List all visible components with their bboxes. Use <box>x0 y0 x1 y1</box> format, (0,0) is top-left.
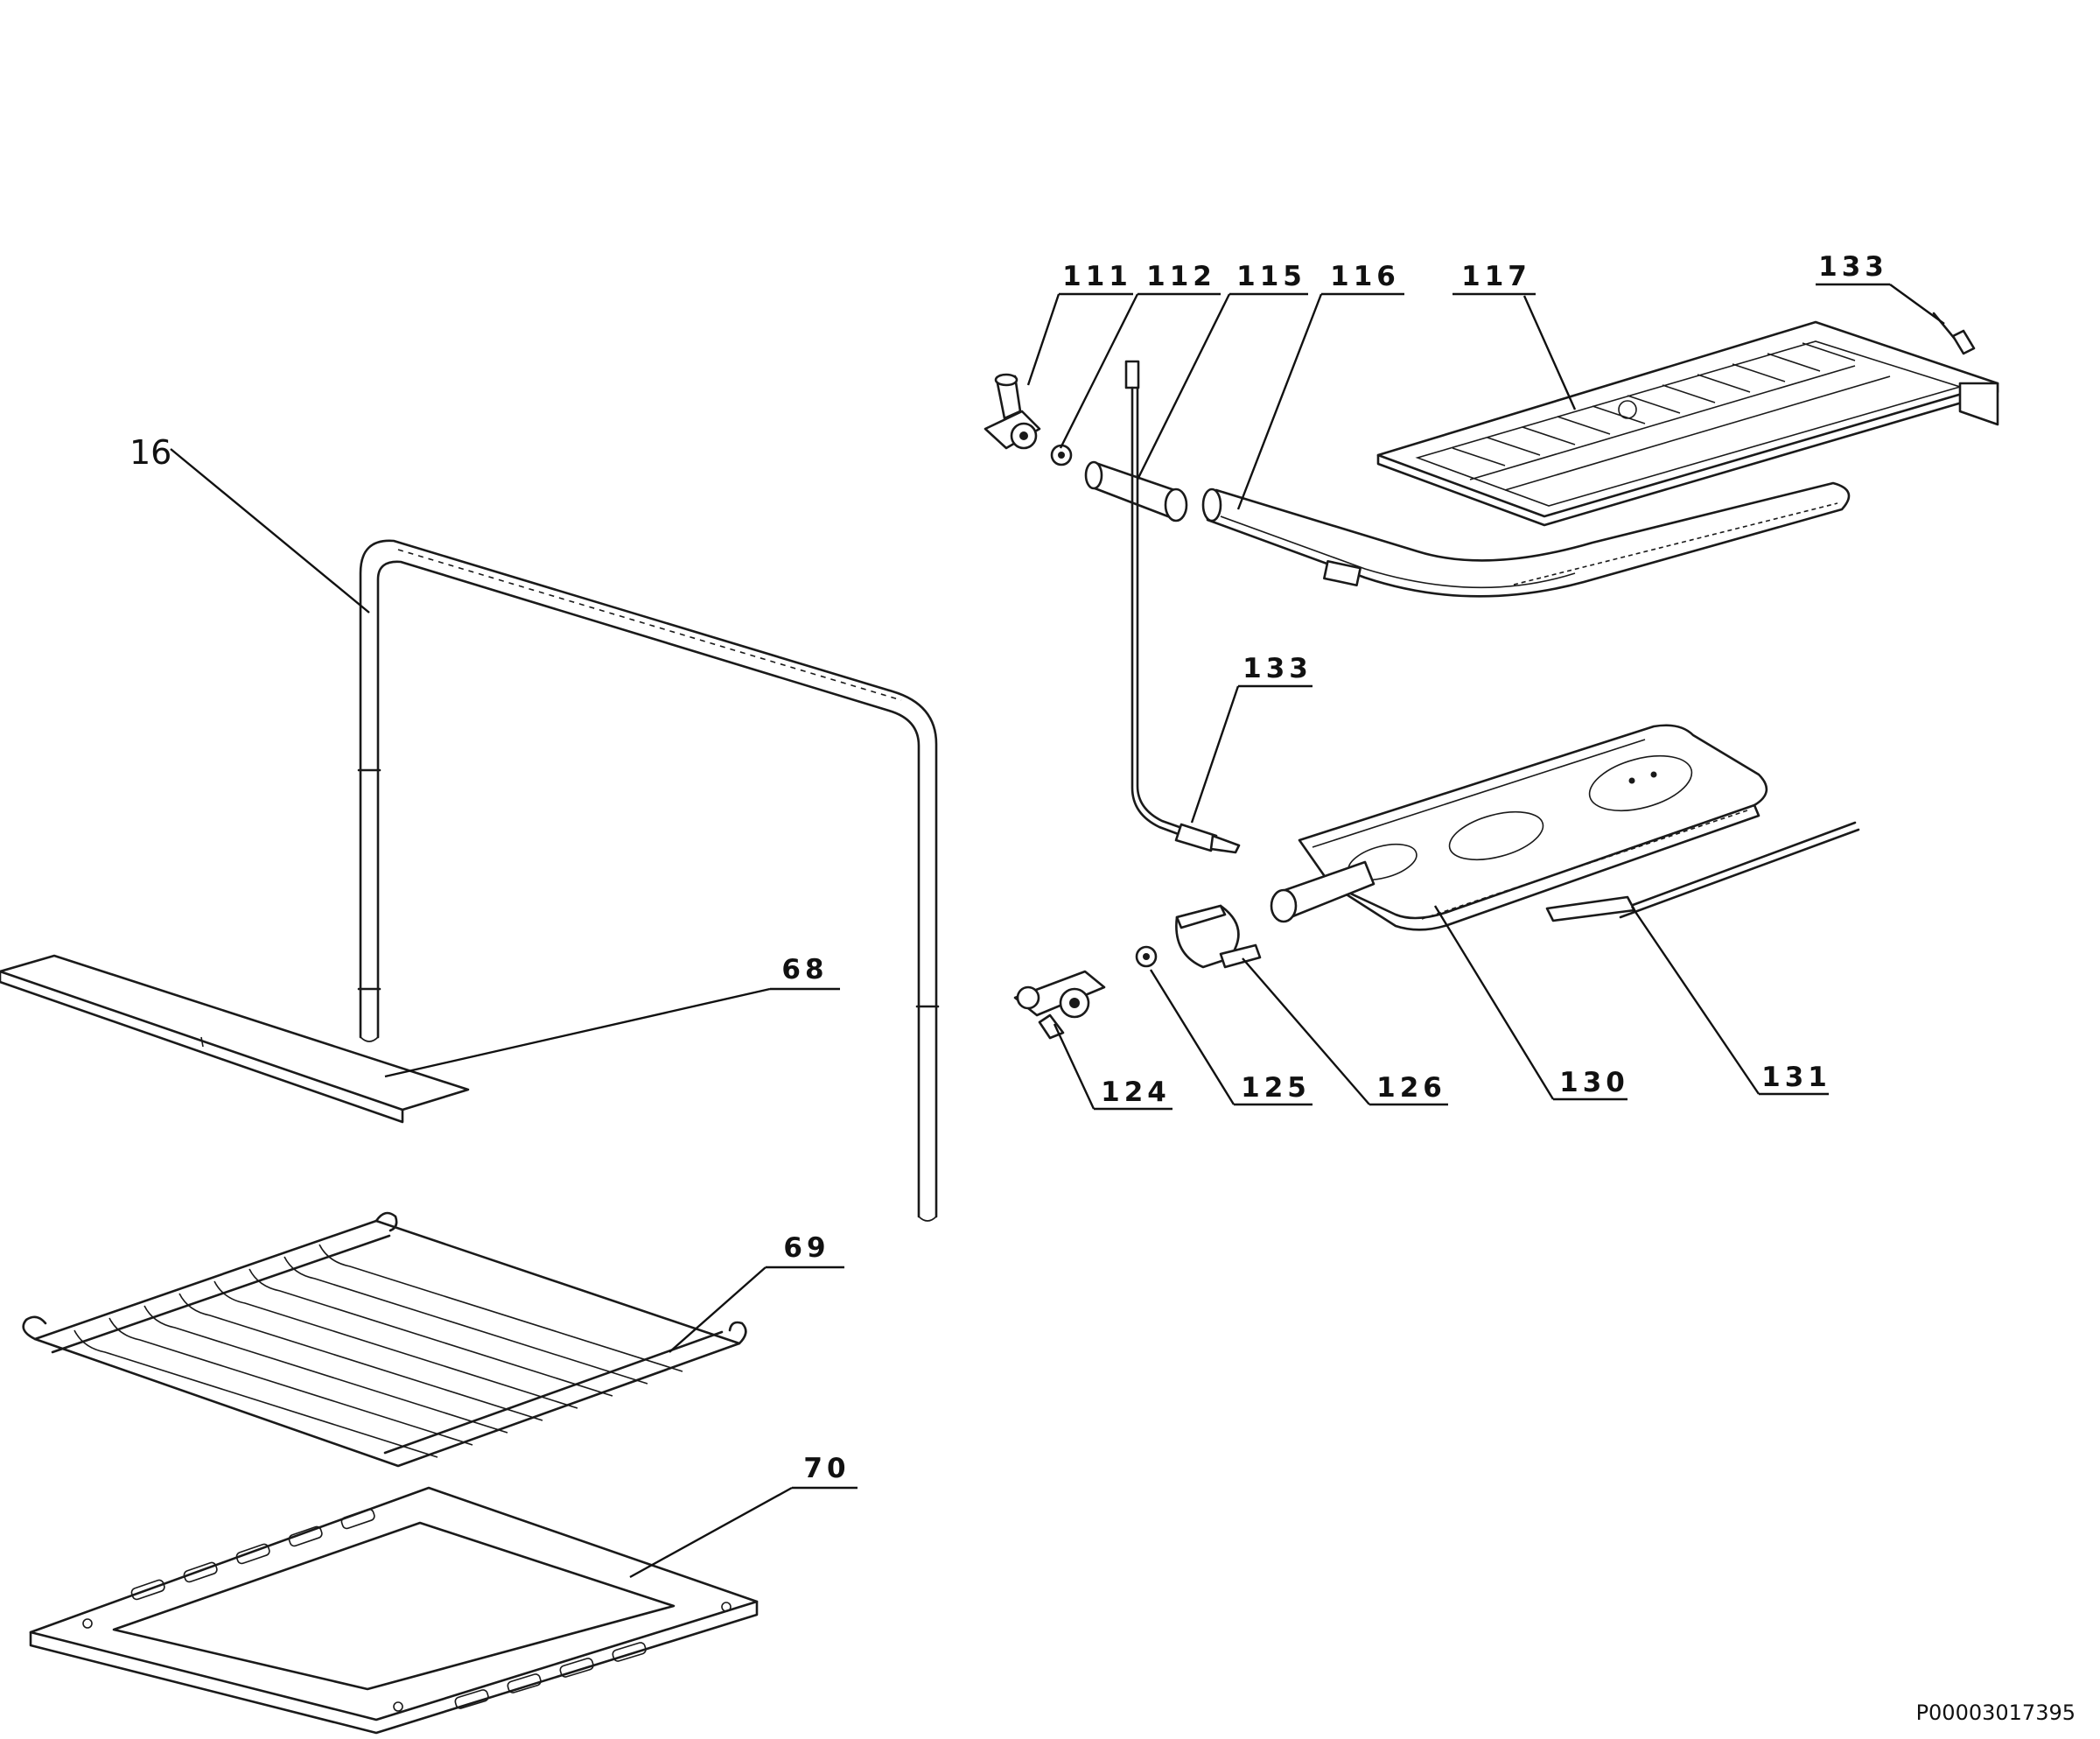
leader-lines <box>170 283 1945 1579</box>
part-125-injector[interactable] <box>1135 945 1158 968</box>
part-112-injector[interactable] <box>1050 444 1073 466</box>
callout-125: 125 <box>1241 1072 1311 1104</box>
part-131-rod[interactable] <box>1545 821 1860 922</box>
part-116-burner-tube[interactable] <box>1201 481 1851 598</box>
part-115-sleeve[interactable] <box>1084 460 1188 522</box>
callout-131: 131 <box>1761 1062 1831 1093</box>
callout-68: 68 <box>781 954 828 985</box>
part-117-grill-plate[interactable] <box>1376 320 1999 527</box>
part-68-cover-strip[interactable] <box>0 954 470 1124</box>
callout-115: 115 <box>1236 261 1306 292</box>
callout-117: 117 <box>1461 261 1531 292</box>
callout-124: 124 <box>1101 1076 1171 1108</box>
callout-126: 126 <box>1376 1072 1446 1104</box>
callout-133-mid: 133 <box>1242 653 1312 684</box>
part-16-heating-element[interactable] <box>357 539 940 1222</box>
callout-70: 70 <box>803 1453 850 1484</box>
callout-116: 116 <box>1330 261 1400 292</box>
part-70-tray-frame[interactable] <box>29 1486 759 1735</box>
part-124-gas-tap[interactable] <box>1013 970 1106 1040</box>
callout-labels: 16 68 69 70 111 112 115 116 117 133 133 … <box>130 251 1888 1484</box>
part-126-clamp[interactable] <box>1175 904 1262 969</box>
callout-112: 112 <box>1146 261 1216 292</box>
callout-111: 111 <box>1062 261 1132 292</box>
part-133-thermocouple-mid[interactable] <box>1124 360 1241 854</box>
document-id: P00003017395 <box>1916 1700 2076 1725</box>
callout-16: 16 <box>130 433 172 472</box>
part-69-wire-rack[interactable] <box>22 1211 747 1468</box>
part-130-oven-burner[interactable] <box>1270 724 1768 931</box>
callout-133-top: 133 <box>1818 251 1888 283</box>
callout-130: 130 <box>1559 1067 1629 1098</box>
part-111-valve[interactable] <box>984 373 1041 450</box>
callout-69: 69 <box>783 1232 830 1264</box>
